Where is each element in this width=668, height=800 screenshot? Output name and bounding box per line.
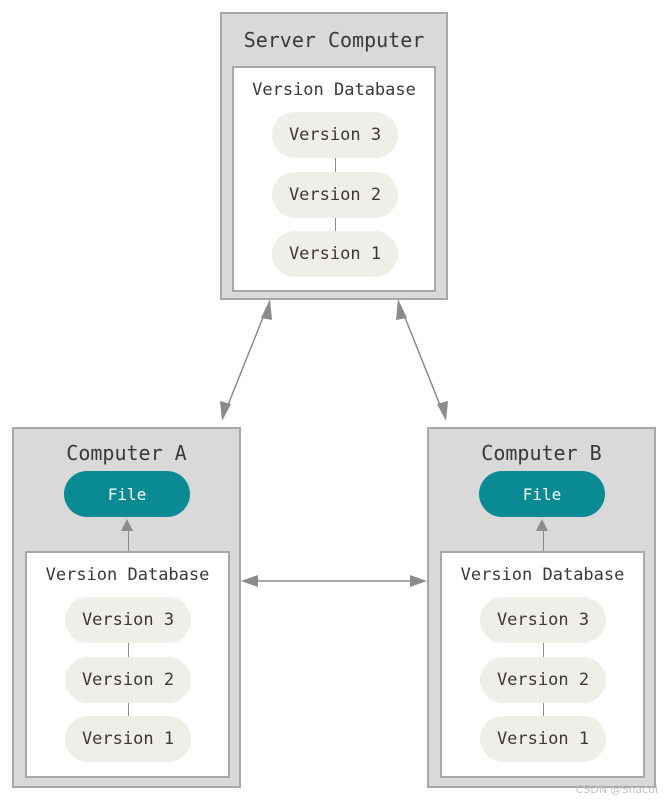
computer-a-database-title: Version Database (45, 565, 210, 585)
computer-b-file-arrow-line (543, 529, 544, 551)
computer-b-database-title: Version Database (460, 565, 625, 585)
computer-b-version-1: Version 1 (480, 716, 606, 762)
computer-a-file-arrow-line (128, 529, 129, 551)
computer-b-title: Computer B (481, 441, 602, 465)
computer-a-title: Computer A (66, 441, 187, 465)
computer-b-version-2: Version 2 (480, 657, 606, 703)
arrowhead-server-a-top (261, 299, 272, 320)
computer-a-box: Computer A File Version Database Version… (12, 427, 241, 788)
computer-a-version-database: Version Database Version 3 Version 2 Ver… (25, 551, 230, 778)
server-version-1: Version 1 (272, 231, 398, 277)
computer-b-version-3: Version 3 (480, 597, 606, 643)
computer-a-file-arrowhead (121, 519, 133, 531)
computer-b-file: File (479, 471, 605, 517)
computer-a-version-3: Version 3 (65, 597, 191, 643)
watermark-credit: CSDN @Shacol (575, 783, 658, 796)
computer-a-version-2: Version 2 (65, 657, 191, 703)
arrowhead-server-a-bottom (220, 401, 231, 421)
computer-b-version-database: Version Database Version 3 Version 2 Ver… (440, 551, 645, 778)
server-computer-box: Server Computer Version Database Version… (220, 12, 448, 300)
arrowhead-server-b-bottom (437, 401, 448, 421)
computer-b-file-arrowhead (536, 519, 548, 531)
arrow-server-to-computer-b (401, 309, 443, 411)
server-version-3: Version 3 (272, 112, 398, 158)
server-version-2: Version 2 (272, 172, 398, 218)
server-database-title: Version Database (252, 80, 416, 100)
computer-b-box: Computer B File Version Database Version… (427, 427, 656, 788)
computer-a-version-1: Version 1 (65, 716, 191, 762)
arrowhead-ab-right (410, 575, 427, 587)
server-version-database: Version Database Version 3 Version 2 Ver… (232, 66, 436, 292)
arrow-server-to-computer-a (225, 309, 267, 411)
computer-a-file: File (64, 471, 190, 517)
arrowhead-ab-left (241, 575, 258, 587)
arrowhead-server-b-top (396, 299, 407, 320)
server-computer-title: Server Computer (243, 28, 425, 52)
